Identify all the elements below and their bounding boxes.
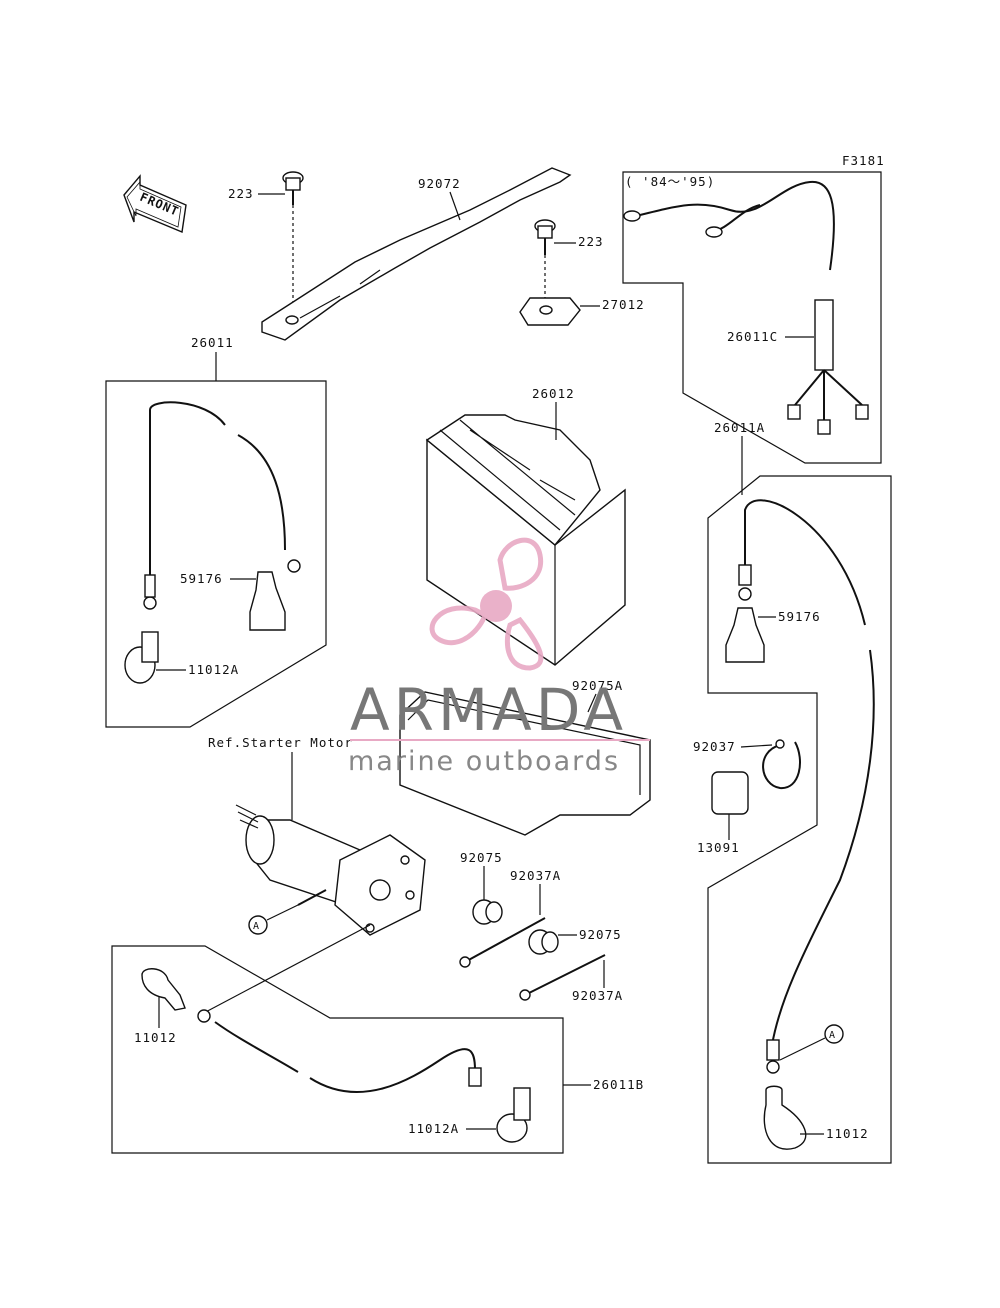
cap-11012-right: [763, 1085, 807, 1150]
cable-26011: [143, 401, 301, 610]
cable-26011A: [738, 499, 875, 1074]
box-26011C: [622, 171, 882, 464]
label-11012-right: 11012: [826, 1126, 869, 1141]
year-range-label: ( '84～'95): [625, 174, 715, 189]
label-92037: 92037: [693, 739, 736, 754]
label-223-left: 223: [228, 186, 254, 201]
label-59176-right: 59176: [778, 609, 821, 624]
boot-59176-left: [249, 571, 286, 631]
cotter-pin-92037A-lower: [519, 954, 606, 1001]
cap-11012-left: [141, 968, 186, 1011]
label-11012-left: 11012: [134, 1030, 177, 1045]
battery-strap-92072: [261, 167, 572, 341]
cable-26011B: [197, 924, 482, 1094]
label-13091: 13091: [697, 840, 740, 855]
cap-11012A-lower: [496, 1087, 531, 1143]
bracket-27012: [519, 297, 581, 326]
label-59176-left: 59176: [180, 571, 223, 586]
label-ref-starter-motor: Ref.Starter Motor: [208, 735, 353, 750]
box-26011: [105, 380, 327, 728]
label-11012A-left: 11012A: [188, 662, 239, 677]
svg-text:A: A: [829, 1030, 836, 1041]
bolt-223-right: [534, 219, 556, 312]
label-92072: 92072: [418, 176, 461, 191]
watermark-tagline: marine outboards: [348, 746, 620, 777]
marker-a-left: A: [248, 904, 299, 935]
figure-code: F3181: [842, 153, 885, 168]
grommet-92075-lower: [528, 929, 559, 955]
bolt-223-left: [282, 171, 304, 318]
label-92037A-upper: 92037A: [510, 868, 561, 883]
battery-mat-92075A: [399, 691, 651, 836]
grommet-13091: [711, 771, 749, 815]
label-92075-upper: 92075: [460, 850, 503, 865]
label-26011A: 26011A: [714, 420, 765, 435]
propeller-logo-icon: [429, 537, 544, 671]
label-26011C: 26011C: [727, 329, 778, 344]
label-92075-lower: 92075: [579, 927, 622, 942]
clamp-92037: [762, 739, 801, 790]
label-26011B: 26011B: [593, 1077, 644, 1092]
watermark-brand: ARMADA: [350, 676, 627, 744]
cable-26011C: [623, 180, 869, 435]
marker-a-right: A: [779, 1024, 844, 1061]
box-26011A: [707, 475, 892, 1164]
grommet-92075-upper: [472, 899, 503, 925]
label-26011: 26011: [191, 335, 234, 350]
label-223-right: 223: [578, 234, 604, 249]
label-26012: 26012: [532, 386, 575, 401]
label-92037A-lower: 92037A: [572, 988, 623, 1003]
cap-11012A-left: [124, 631, 159, 684]
cotter-pin-92037A-upper: [459, 917, 546, 968]
box-26011B: [111, 945, 564, 1154]
svg-text:A: A: [253, 921, 260, 932]
label-92075A: 92075A: [572, 678, 623, 693]
starter-motor: [235, 804, 426, 936]
label-11012A-lower: 11012A: [408, 1121, 459, 1136]
label-27012: 27012: [602, 297, 645, 312]
boot-59176-right: [725, 607, 765, 663]
front-arrow-icon: FRONT: [123, 174, 187, 233]
